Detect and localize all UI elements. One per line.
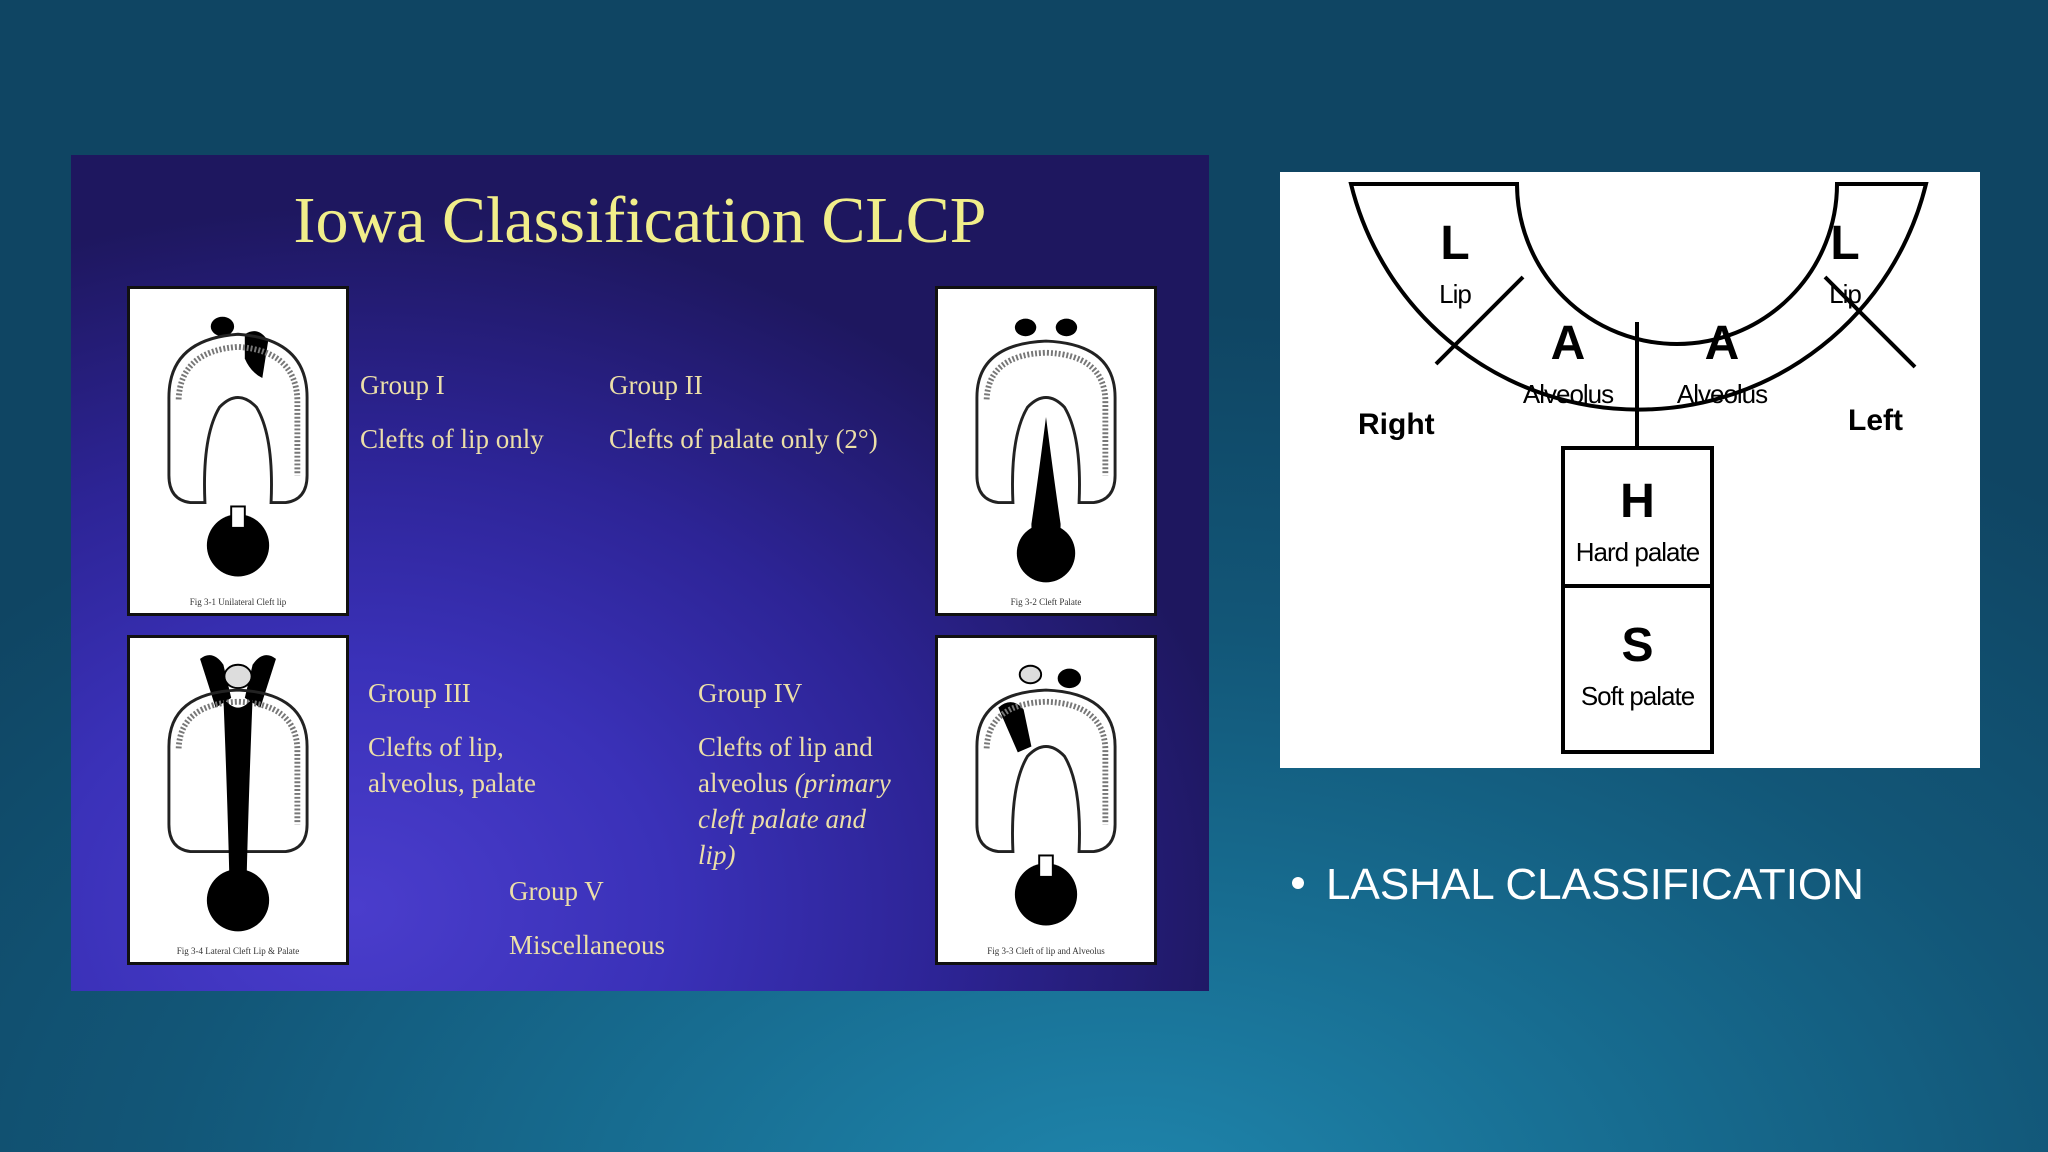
group-3-desc-line: alveolus, palate (368, 768, 536, 798)
group-5-text: Group V Miscellaneous (509, 873, 665, 963)
group-4-text: Group IV Clefts of lip and alveolus (pri… (698, 675, 891, 873)
figure-caption: Fig 3-4 Lateral Cleft Lip & Palate (176, 946, 300, 956)
group-1-name: Group I (360, 370, 445, 400)
group-3-desc-line: Clefts of lip, (368, 732, 504, 762)
segment-label: Soft palate (1580, 681, 1695, 711)
bullet-item: LASHAL CLASSIFICATION (1326, 860, 1864, 909)
group-3-name: Group III (368, 678, 471, 708)
group-4-name: Group IV (698, 678, 803, 708)
palate-illustration-group-2: Fig 3-2 Cleft Palate (935, 286, 1157, 616)
group-5-name: Group V (509, 876, 604, 906)
group-4-desc-line: Clefts of lip and (698, 732, 873, 762)
palate-illustration-group-1: Fig 3-1 Unilateral Cleft lip (127, 286, 349, 616)
group-2-name: Group II (609, 370, 703, 400)
palate-drawing (975, 318, 1117, 583)
segment-label: Lip (1829, 279, 1862, 309)
segment-letter: L (1830, 217, 1860, 270)
lahshal-diagram: L Lip A Alveolus A Alveolus L Lip H Hard… (1280, 172, 1980, 768)
group-4-desc-italic: lip) (698, 840, 736, 870)
segment-lip-left: L Lip (1800, 217, 1890, 309)
bullet-list: LASHAL CLASSIFICATION (1292, 860, 1864, 910)
segment-letter: S (1621, 619, 1654, 672)
lahshal-outline (1348, 182, 1929, 754)
segment-label: Alveolus (1676, 379, 1768, 409)
segment-letter: L (1440, 217, 1470, 270)
figure-caption: Fig 3-3 Cleft of lip and Alveolus (987, 946, 1105, 956)
segment-label: Lip (1439, 279, 1472, 309)
palate-drawing (167, 316, 309, 577)
group-4-desc-italic: cleft palate and (698, 804, 866, 834)
side-label-right: Right (1358, 408, 1435, 441)
bullet-dot-icon (1292, 877, 1304, 890)
group-1-text: Group I Clefts of lip only (360, 367, 544, 457)
iowa-title: Iowa Classification CLCP (293, 184, 987, 257)
group-2-desc: Clefts of palate only (2°) (609, 424, 878, 454)
group-2-text: Group II Clefts of palate only (2°) (609, 367, 878, 457)
segment-lip-right: L Lip (1410, 217, 1500, 309)
segment-label: Alveolus (1522, 379, 1614, 409)
palate-drawing (975, 664, 1117, 926)
segment-letter: A (1704, 317, 1740, 370)
group-4-desc-italic: (primary (794, 768, 891, 798)
group-4-desc-line: alveolus (698, 768, 788, 798)
segment-letter: H (1620, 475, 1655, 528)
side-label-left: Left (1848, 404, 1903, 437)
palate-illustration-group-4: Fig 3-3 Cleft of lip and Alveolus (935, 635, 1157, 965)
segment-alveolus-left: A Alveolus (1647, 317, 1797, 409)
figure-caption: Fig 3-2 Cleft Palate (1010, 597, 1082, 607)
palate-illustration-group-3: Fig 3-4 Lateral Cleft Lip & Palate (127, 635, 349, 965)
group-1-desc: Clefts of lip only (360, 424, 544, 454)
iowa-classification-image: Iowa Classification CLCP Fig 3-1 Unilate… (71, 155, 1209, 991)
segment-hard-palate: H Hard palate (1563, 475, 1712, 567)
group-3-text: Group III Clefts of lip, alveolus, palat… (368, 675, 536, 801)
segment-alveolus-right: A Alveolus (1498, 317, 1638, 409)
group-5-desc: Miscellaneous (509, 930, 665, 960)
segment-letter: A (1550, 317, 1586, 370)
palate-drawing (167, 655, 309, 932)
segment-soft-palate: S Soft palate (1563, 619, 1712, 711)
segment-label: Hard palate (1575, 537, 1700, 567)
figure-caption: Fig 3-1 Unilateral Cleft lip (189, 597, 287, 607)
